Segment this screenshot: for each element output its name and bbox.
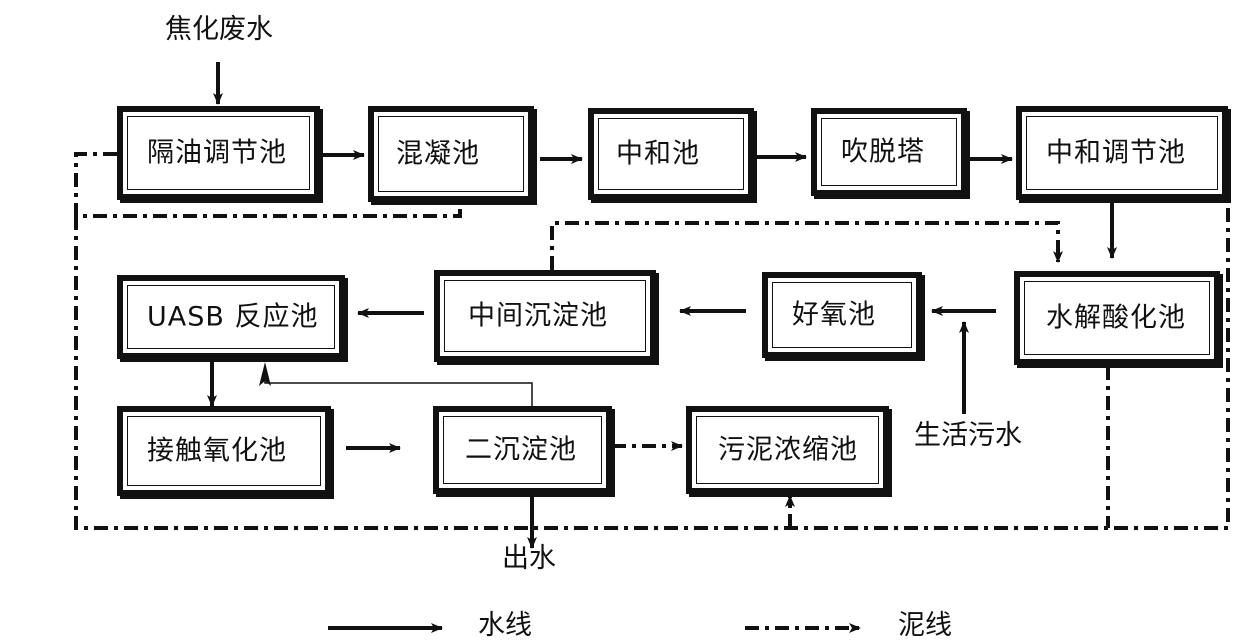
unit-uasb-reactor: UASB 反应池 xyxy=(117,275,345,359)
unit-label: 吹脱塔 xyxy=(841,136,925,168)
unit-label: 混凝池 xyxy=(396,138,480,170)
unit-label: 好氧池 xyxy=(792,299,876,331)
return-line-to-uasb xyxy=(264,372,533,406)
unit-secondary-settling-tank: 二沉淀池 xyxy=(433,406,612,494)
domestic-sewage-label: 生活污水 xyxy=(914,420,1022,451)
unit-neutralization-regulating-tank: 中和调节池 xyxy=(1016,106,1228,200)
return-arrowhead-uasb xyxy=(259,362,271,386)
unit-contact-oxidation-tank: 接触氧化池 xyxy=(117,406,331,496)
unit-hydrolysis-acidification-tank: 水解酸化池 xyxy=(1014,271,1220,365)
outlet-label: 出水 xyxy=(502,543,556,574)
unit-label: 二沉淀池 xyxy=(465,434,577,466)
unit-label: 接触氧化池 xyxy=(147,435,287,467)
unit-label: 中间沉淀池 xyxy=(468,300,608,332)
unit-label: 水解酸化池 xyxy=(1046,302,1186,334)
sludge-line-left-down xyxy=(74,196,1230,530)
unit-oil-separation-tank: 隔油调节池 xyxy=(117,106,320,200)
input-label: 焦化废水 xyxy=(165,14,273,45)
unit-coagulation-tank: 混凝池 xyxy=(368,106,534,202)
unit-sludge-thickening-tank: 污泥浓缩池 xyxy=(686,406,889,494)
unit-label: 污泥浓缩池 xyxy=(718,434,858,466)
legend-sludge-line-label: 泥线 xyxy=(898,610,952,641)
unit-label: 中和调节池 xyxy=(1046,137,1186,169)
unit-label: 隔油调节池 xyxy=(147,137,287,169)
unit-intermediate-settling-tank: 中间沉淀池 xyxy=(434,270,656,362)
unit-label: 中和池 xyxy=(616,138,700,170)
unit-stripping-tower: 吹脱塔 xyxy=(811,108,967,196)
legend-water-line-label: 水线 xyxy=(478,610,532,641)
unit-aerobic-tank: 好氧池 xyxy=(762,272,922,358)
unit-neutralization-tank: 中和池 xyxy=(588,108,754,200)
sludge-line-to-hydrolysis xyxy=(550,221,1063,270)
unit-label: UASB 反应池 xyxy=(147,301,319,333)
